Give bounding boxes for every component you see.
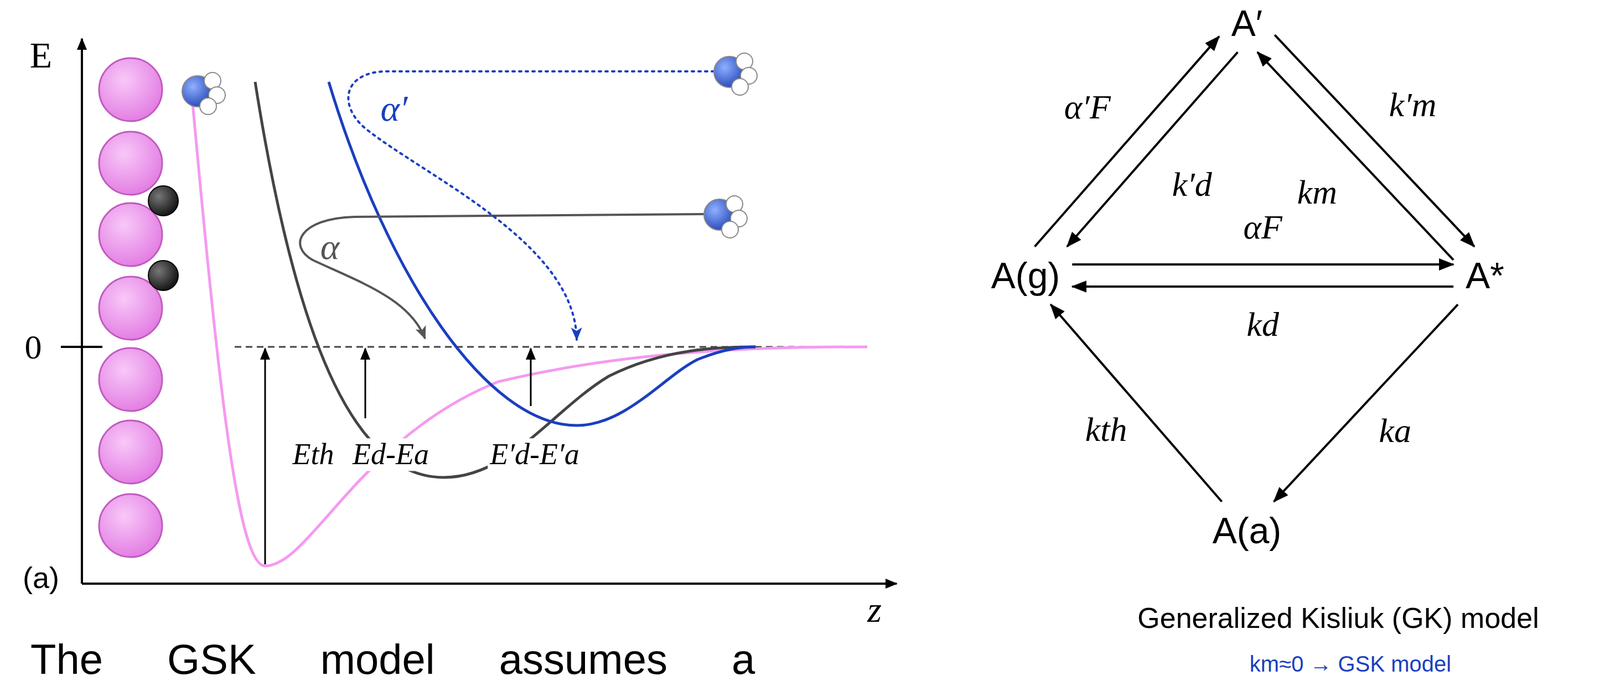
rate-label: k′d <box>1168 165 1216 204</box>
rate-arrow <box>1274 304 1458 502</box>
state-node: A* <box>1459 253 1510 299</box>
rate-arrow <box>1050 304 1222 502</box>
chemisorption-potential <box>192 96 868 567</box>
surface-atoms <box>99 58 163 558</box>
molecule <box>703 195 748 238</box>
rate-label: kth <box>1081 410 1131 449</box>
z-axis <box>81 582 897 585</box>
rate-arrow <box>1067 52 1238 247</box>
rate-arrow <box>1274 34 1475 247</box>
text-label: 0 <box>24 328 43 366</box>
rate-arrow <box>1072 285 1454 288</box>
rate-label: ka <box>1375 411 1415 450</box>
rate-label: km <box>1293 173 1341 211</box>
zero-tick <box>60 345 103 349</box>
state-node: A(a) <box>1207 508 1288 554</box>
rate-arrow <box>1257 52 1454 260</box>
rate-label: α′F <box>1060 87 1115 126</box>
text-label: Eth <box>290 438 337 471</box>
eth-arrow <box>264 348 267 565</box>
text-label: E′d-E′a <box>487 438 582 471</box>
text-label: km≈0 → GSK model <box>1249 651 1452 677</box>
alpha-prime-trajectory <box>348 71 714 340</box>
text-label: E <box>29 35 53 76</box>
rate-arrow <box>1072 263 1454 266</box>
ed-prime-arrow <box>530 348 532 407</box>
text-label: (a) <box>22 561 60 595</box>
text-label: α <box>320 226 340 268</box>
ed-arrow <box>364 348 367 419</box>
state-node: A(g) <box>985 253 1066 299</box>
rate-label: k′m <box>1385 85 1441 124</box>
state-label: A(a) <box>1212 510 1282 552</box>
rate-label: kd <box>1243 305 1283 344</box>
rate-arrow <box>1034 36 1220 247</box>
adsorbed-atoms <box>148 185 179 291</box>
state-label: A(g) <box>991 255 1061 297</box>
text-label: Generalized Kisliuk (GK) model <box>1137 602 1539 635</box>
text-label: Ed-Ea <box>350 438 432 471</box>
molecule <box>182 72 226 115</box>
extrinsic-precursor-potential <box>328 81 756 426</box>
text-label: α′ <box>380 88 408 129</box>
rate-label: αF <box>1240 208 1286 246</box>
text-label: The GSK model assumes a <box>30 636 755 683</box>
state-node: A′ <box>1225 1 1268 46</box>
alpha-trajectory <box>299 214 704 339</box>
energy-axis <box>80 38 84 584</box>
precursor-potential <box>255 81 756 478</box>
state-label: A′ <box>1231 2 1263 44</box>
molecule <box>713 53 758 96</box>
text-label: z <box>867 589 882 631</box>
state-label: A* <box>1465 255 1505 297</box>
